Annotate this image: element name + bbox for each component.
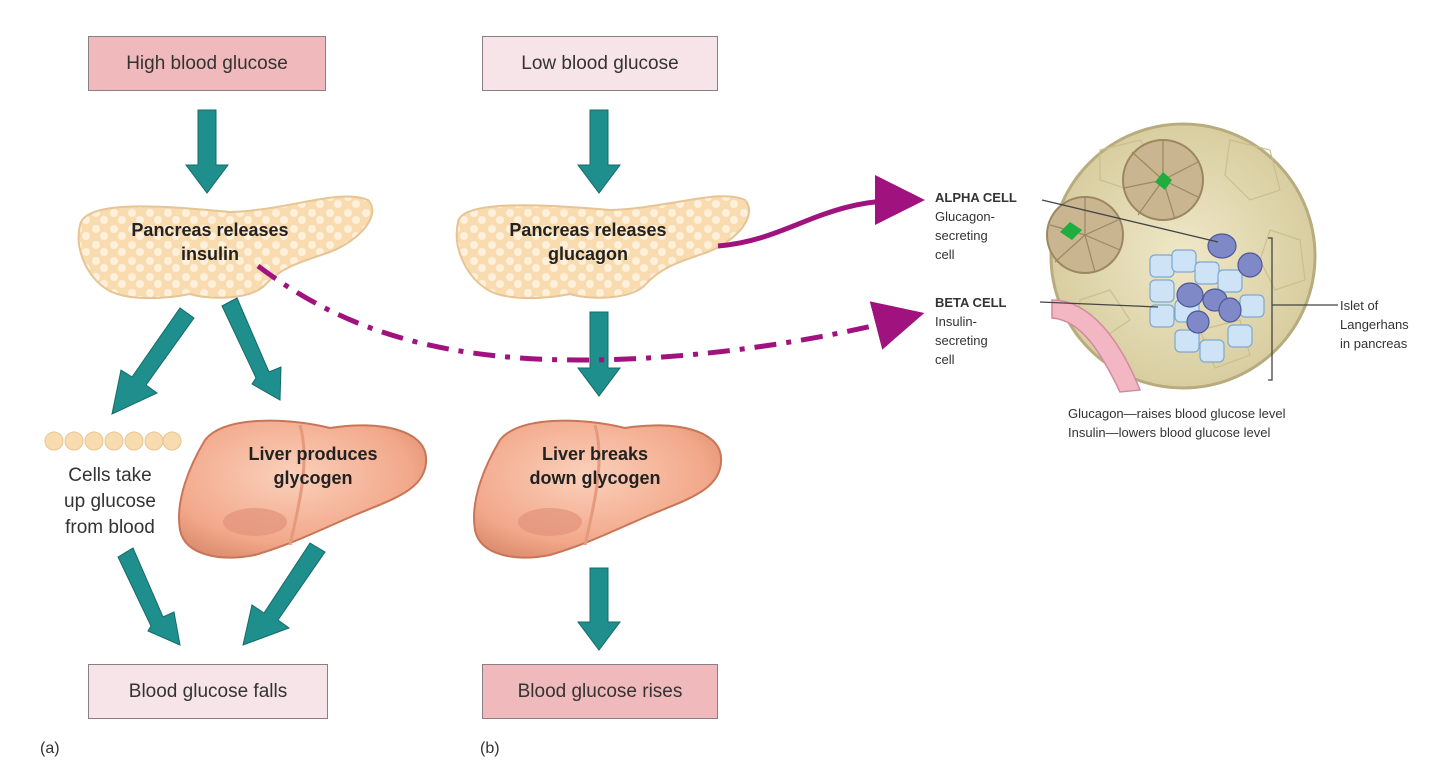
islet-of-langerhans-label: Islet of Langerhans in pancreas	[1340, 296, 1409, 353]
arrow-a-5	[242, 542, 326, 646]
flow-arrows	[111, 109, 621, 651]
blood-glucose-falls-box: Blood glucose falls	[88, 664, 328, 719]
high-blood-glucose-label: High blood glucose	[126, 52, 288, 74]
liver-a-illustration	[178, 419, 428, 559]
low-blood-glucose-label: Low blood glucose	[521, 52, 679, 74]
blood-glucose-rises-label: Blood glucose rises	[517, 680, 683, 702]
glucagon-connector	[717, 175, 925, 249]
islet-line3: in pancreas	[1340, 336, 1408, 351]
liver-b-line1: Liver breaks	[541, 444, 649, 464]
alpha-cell-title: ALPHA CELL	[935, 190, 1017, 205]
alpha-cell-line2: secreting	[935, 228, 988, 243]
arrow-b-3	[577, 567, 621, 651]
high-blood-glucose-box: High blood glucose	[88, 36, 326, 91]
blood-glucose-falls-label: Blood glucose falls	[128, 680, 288, 702]
cells-illustration	[44, 431, 182, 451]
cells-line3: from blood	[65, 517, 155, 538]
cells-line2: up glucose	[64, 491, 156, 512]
islet-of-langerhans-illustration	[1039, 122, 1338, 393]
pancreas-a-line1: Pancreas releases	[131, 220, 289, 240]
liver-a-line2: glycogen	[273, 468, 353, 488]
liver-a-line1: Liver produces	[248, 444, 378, 464]
alpha-cell-label: ALPHA CELL Glucagon- secreting cell	[935, 188, 1017, 264]
islet-line2: Langerhans	[1340, 317, 1409, 332]
insulin-connector	[256, 263, 925, 363]
liver-produces-glycogen-label: Liver produces glycogen	[218, 442, 408, 490]
panel-letter-b: (b)	[480, 740, 500, 757]
arrow-b-2	[577, 311, 621, 397]
arrow-b-1	[577, 109, 621, 194]
alpha-cell-line1: Glucagon-	[935, 209, 995, 224]
caption-glucagon: Glucagon—raises blood glucose level	[1068, 406, 1286, 421]
cells-take-up-glucose-label: Cells take up glucose from blood	[40, 463, 180, 541]
pancreas-b-line2: glucagon	[548, 244, 628, 264]
pancreas-releases-insulin-label: Pancreas releases insulin	[100, 218, 320, 266]
liver-b-illustration	[473, 419, 723, 559]
cells-line1: Cells take	[68, 465, 152, 486]
panel-letter-a: (a)	[40, 740, 60, 757]
low-blood-glucose-box: Low blood glucose	[482, 36, 718, 91]
pancreas-releases-glucagon-label: Pancreas releases glucagon	[478, 218, 698, 266]
pancreas-b-line1: Pancreas releases	[509, 220, 667, 240]
beta-cell-line1: Insulin-	[935, 314, 977, 329]
arrow-a-4	[117, 547, 181, 646]
pancreas-a-illustration	[77, 195, 374, 300]
beta-cell-line2: secreting	[935, 333, 988, 348]
arrow-a-2	[111, 307, 195, 415]
islet-line1: Islet of	[1340, 298, 1379, 313]
liver-b-line2: down glycogen	[529, 468, 661, 488]
caption-insulin: Insulin—lowers blood glucose level	[1068, 425, 1271, 440]
pancreas-a-line2: insulin	[181, 244, 239, 264]
arrow-a-1	[185, 109, 229, 194]
blood-glucose-rises-box: Blood glucose rises	[482, 664, 718, 719]
beta-cell-line3: cell	[935, 352, 955, 367]
alpha-cell-line3: cell	[935, 247, 955, 262]
arrow-a-3	[221, 297, 282, 401]
beta-cell-label: BETA CELL Insulin- secreting cell	[935, 293, 1007, 369]
pancreas-b-illustration	[455, 195, 751, 300]
beta-cell-title: BETA CELL	[935, 295, 1007, 310]
liver-breaks-down-glycogen-label: Liver breaks down glycogen	[500, 442, 690, 490]
hormone-caption: Glucagon—raises blood glucose level Insu…	[1068, 404, 1286, 442]
